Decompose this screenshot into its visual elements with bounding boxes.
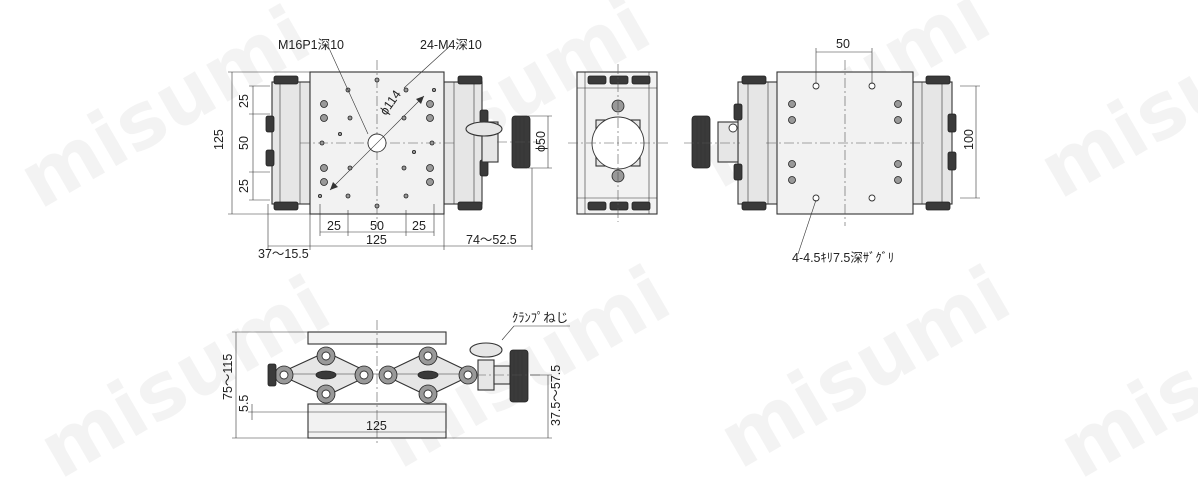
scissor-links [274, 346, 478, 404]
dim-bottom-50: 50 [370, 219, 384, 233]
dim-front-right: 37.5～57.5 [549, 365, 563, 426]
dim-front-height: 75～115 [221, 354, 235, 400]
dim-left-50: 50 [237, 136, 251, 150]
front-clamp-knob [469, 342, 503, 358]
dim-bottom-125: 125 [366, 233, 387, 247]
dim-front-55: 5.5 [237, 395, 251, 412]
top-view: ϕ114 [265, 60, 540, 226]
dim-phi50: ϕ50 [534, 131, 548, 152]
right-view-holes [788, 82, 902, 202]
clamp-label: ｸﾗﾝﾌﾟねじ [512, 311, 568, 325]
dim-left-125: 125 [212, 129, 226, 150]
side-view [568, 64, 668, 222]
dim-left-25a: 25 [237, 94, 251, 108]
front-view-dimensions: ｸﾗﾝﾌﾟねじ 75～115 5.5 125 37.5～57.5 [221, 311, 570, 439]
dim-right-50: 50 [836, 37, 850, 51]
watermark: misumi [1025, 0, 1198, 216]
top-view-dimensions: M16P1深10 24-M4深10 125 25 50 25 25 50 25 … [212, 38, 552, 261]
counterbore-label: 4-4.5ｷﾘ7.5深ｻﾞｸﾞﾘ [792, 251, 894, 265]
dim-right-100: 100 [962, 129, 976, 150]
right-view-dimensions: 50 100 4-4.5ｷﾘ7.5深ｻﾞｸﾞﾘ [792, 37, 980, 265]
front-view [267, 320, 540, 446]
dim-bottom-25b: 25 [412, 219, 426, 233]
dim-offset-left: 37～15.5 [258, 247, 309, 261]
right-view [684, 60, 957, 226]
m4-label: 24-M4深10 [420, 38, 482, 52]
watermark: misumi [1045, 260, 1198, 497]
dim-left-25b: 25 [237, 179, 251, 193]
front-feed-knob [509, 349, 529, 403]
m16-label: M16P1深10 [278, 38, 344, 52]
dim-offset-right: 74～52.5 [466, 233, 517, 247]
m4-holes [317, 77, 436, 209]
dim-bottom-25a: 25 [327, 219, 341, 233]
watermark: misumi [705, 250, 1025, 487]
dim-front-125: 125 [366, 419, 387, 433]
